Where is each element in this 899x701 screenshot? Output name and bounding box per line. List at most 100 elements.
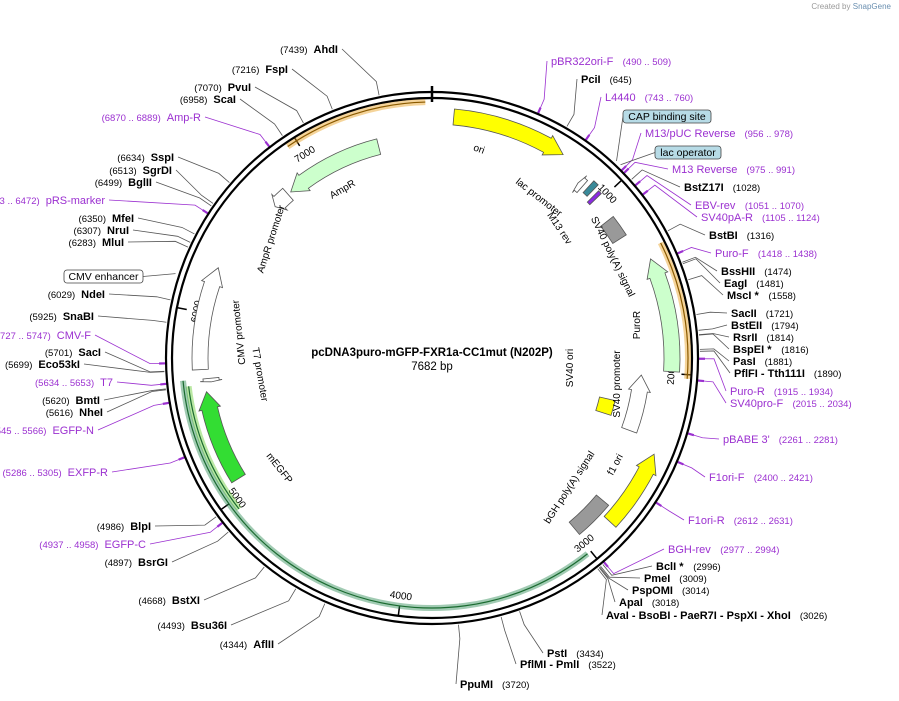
site-psti[interactable]: PstI(3434) [547, 648, 604, 660]
site-egfp-n[interactable]: EGFP-N(5545 .. 5566) [0, 425, 94, 437]
site-leader-line [699, 350, 731, 374]
site-bsteii[interactable]: BstEII(1794) [731, 320, 799, 332]
feature-ampr [290, 138, 382, 193]
site-eagi[interactable]: EagI(1481) [724, 278, 784, 290]
site-leader-line [696, 311, 728, 315]
site-position: (1051 .. 1070) [745, 201, 804, 212]
site-nrui[interactable]: NruI(6307) [74, 225, 129, 237]
site-pflfi-tth111i[interactable]: PflFI - Tth111I(1890) [734, 368, 841, 380]
site-sv40pro-f[interactable]: SV40pro-F(2015 .. 2034) [730, 398, 852, 410]
feature-label-sv40-promoter: SV40 promoter [612, 350, 623, 418]
site-bstbi[interactable]: BstBI(1316) [709, 230, 774, 242]
site-cmv-f[interactable]: CMV-F(5727 .. 5747) [0, 330, 91, 342]
site-bspei[interactable]: BspEI *(1816) [733, 344, 809, 356]
boxed-label-cmv-enhancer[interactable]: CMV enhancer [63, 269, 176, 284]
site-f1ori-f[interactable]: F1ori-F(2400 .. 2421) [709, 472, 813, 484]
site-position: (4493) [157, 621, 184, 632]
site-ebv-rev[interactable]: EBV-rev (1051 .. 1070) [695, 200, 804, 212]
site-name: Bsu36I [191, 620, 227, 632]
feature-egfp-band-core [188, 386, 240, 510]
site-aflii[interactable]: AflII(4344) [220, 639, 274, 651]
site-name: BsrGI [138, 557, 168, 569]
site-puro-r[interactable]: Puro-R(1915 .. 1934) [730, 386, 833, 398]
site-puro-f[interactable]: Puro-F(1418 .. 1438) [715, 248, 817, 260]
site-egfp-c[interactable]: EGFP-C(4937 .. 4958) [39, 539, 146, 551]
site-bstz17i[interactable]: BstZ17I(1028) [684, 182, 760, 194]
site-mfei[interactable]: MfeI(6350) [79, 213, 134, 225]
site-mlui[interactable]: MluI(6283) [69, 237, 124, 249]
site-pmei[interactable]: PmeI(3009) [644, 573, 707, 585]
site-position: (7070) [194, 83, 221, 94]
site-nhei[interactable]: NheI(5616) [46, 407, 103, 419]
site-name: PmeI [644, 573, 670, 585]
site-saci[interactable]: SacI(5701) [45, 347, 101, 359]
site-bgh-rev[interactable]: BGH-rev(2977 .. 2994) [668, 544, 779, 556]
site-rsrii[interactable]: RsrII(1814) [733, 332, 794, 344]
site-sspi[interactable]: SspI(6634) [117, 152, 174, 164]
site-bsrgi[interactable]: BsrGI(4897) [105, 557, 168, 569]
site-pflmi-pmli[interactable]: PflMI - PmlI(3522) [520, 659, 616, 671]
site-fspi[interactable]: FspI(7216) [232, 64, 288, 76]
boxed-label-lac-operator[interactable]: lac operator [620, 145, 722, 166]
site-exfp-r[interactable]: EXFP-R(5286 .. 5305) [3, 467, 109, 479]
site-pcii[interactable]: PciI(645) [581, 74, 632, 86]
site-name: PstI [547, 648, 567, 660]
site-t7[interactable]: T7(5634 .. 5653) [35, 377, 113, 389]
site-leader-line [108, 199, 208, 214]
site-l4440[interactable]: L4440(743 .. 760) [605, 92, 693, 104]
site-bstxi[interactable]: BstXI(4668) [138, 595, 200, 607]
site-f1ori-r[interactable]: F1ori-R(2612 .. 2631) [688, 515, 793, 527]
site-leader-line [682, 258, 721, 284]
site-name: F1ori-R [688, 515, 725, 527]
site-bglii[interactable]: BglII(6499) [95, 177, 152, 189]
site-apai[interactable]: ApaI(3018) [619, 597, 679, 609]
site-bsu36i[interactable]: Bsu36I (4493) [157, 620, 227, 632]
feature-megfp [198, 390, 246, 484]
site-pbabe-3[interactable]: pBABE 3'(2261 .. 2281) [723, 434, 838, 446]
site-scai[interactable]: ScaI(6958) [180, 94, 236, 106]
site-leader-line [598, 567, 616, 603]
site-name: RsrII [733, 332, 757, 344]
site-pbr322ori-f[interactable]: pBR322ori-F(490 .. 509) [551, 56, 671, 68]
site-position: (2261 .. 2281) [779, 435, 838, 446]
site-leader-line [341, 48, 380, 96]
site-pvui[interactable]: PvuI (7070) [194, 82, 251, 94]
site-ppumi[interactable]: PpuMI(3720) [460, 679, 529, 691]
site-name: MscI * [727, 290, 760, 302]
site-leader-line [698, 333, 730, 350]
site-bsshii[interactable]: BssHII(1474) [721, 266, 792, 278]
site-name: BGH-rev [668, 544, 711, 556]
site-position: (956 .. 978) [744, 129, 793, 140]
site-position: (1481) [756, 279, 783, 290]
boxed-label-cap-binding-site[interactable]: CAP binding site [616, 109, 712, 161]
site-leader-line [599, 566, 629, 591]
site-pasi[interactable]: PasI(1881) [733, 356, 792, 368]
site-name: PvuI [228, 82, 251, 94]
site-ahdi[interactable]: AhdI(7439) [280, 44, 338, 56]
site-sgrdi[interactable]: SgrDI(6513) [109, 165, 172, 177]
site-name: BstBI [709, 230, 738, 242]
tick-mark [176, 306, 187, 311]
site-name: PpuMI [460, 679, 493, 691]
site-sacii[interactable]: SacII(1721) [731, 308, 793, 320]
feature-label-cmv-promoter: CMV promoter [231, 299, 249, 365]
site-name: Amp-R [167, 112, 201, 124]
site-position: (1890) [814, 369, 841, 380]
site-avai-bsobi-paer7i-pspxi-xhoi[interactable]: AvaI - BsoBI - PaeR7I - PspXI - XhoI(302… [606, 610, 827, 622]
site-blpi[interactable]: BlpI(4986) [97, 521, 151, 533]
site-m13-reverse[interactable]: M13 Reverse(975 .. 991) [672, 164, 795, 176]
site-sv40pa-r[interactable]: SV40pA-R(1105 .. 1124) [701, 212, 820, 224]
site-ndei[interactable]: NdeI(6029) [48, 289, 105, 301]
site-eco53ki[interactable]: Eco53kI(5699) [5, 359, 80, 371]
site-amp-r[interactable]: Amp-R(6870 .. 6889) [102, 112, 201, 124]
site-prs-marker[interactable]: pRS-marker(6453 .. 6472) [0, 195, 105, 207]
credit-brand: SnapGene [852, 2, 891, 11]
site-bmti[interactable]: BmtI(5620) [42, 395, 100, 407]
site-m13-puc-reverse[interactable]: M13/pUC Reverse(956 .. 978) [645, 128, 793, 140]
site-msci[interactable]: MscI *(1558) [727, 290, 796, 302]
site-pspomi[interactable]: PspOMI(3014) [632, 585, 709, 597]
site-snabi[interactable]: SnaBI(5925) [29, 311, 94, 323]
site-name: SacI [78, 347, 101, 359]
site-bcli[interactable]: BclI *(2996) [656, 561, 721, 573]
site-name: EBV-rev [695, 200, 736, 212]
